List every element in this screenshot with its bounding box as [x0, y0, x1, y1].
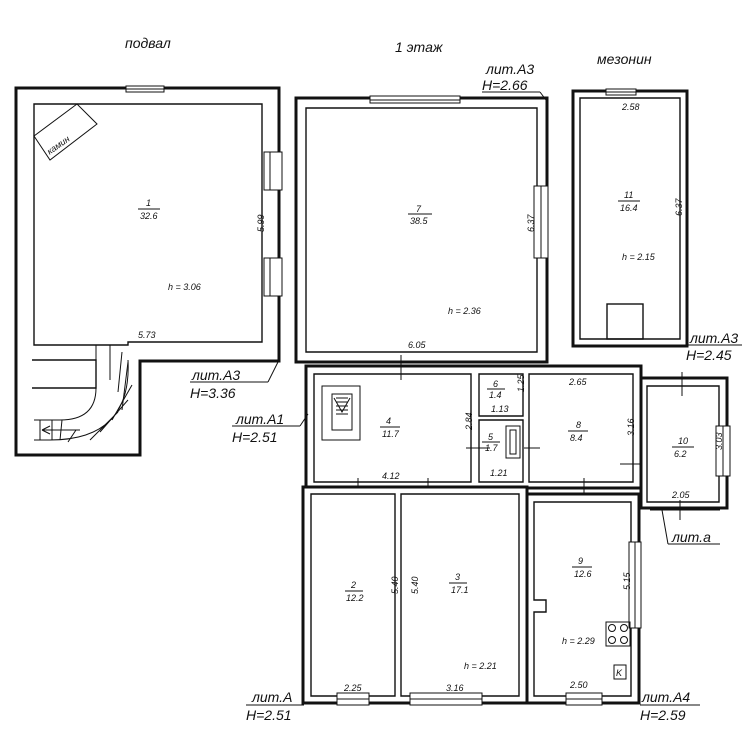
room-5-area: 1.7	[485, 443, 499, 453]
room-10-dim-side: 3.03	[714, 432, 724, 450]
room-6-dim-side: 1.25	[516, 373, 526, 392]
floor1-main: 7 38.5 h = 2.36 6.37 6.05 лит.А3 H=2.66	[294, 61, 549, 364]
room-10-number: 10	[678, 436, 688, 446]
room-10-area: 6.2	[674, 449, 687, 459]
room-1-dim-side: 5.99	[256, 214, 266, 232]
room-2-dim-bottom: 2.25	[343, 683, 363, 693]
room-6-area: 1.4	[489, 390, 502, 400]
room-11-height: h = 2.15	[622, 252, 656, 262]
room-2-area: 12.2	[346, 593, 364, 603]
lit-a4-h: H=2.59	[640, 707, 686, 723]
room-1-dim-bottom: 5.73	[138, 330, 156, 340]
room-11-area: 16.4	[620, 203, 638, 213]
room-4-number: 4	[386, 416, 391, 426]
room-8-dim-side: 3.16	[626, 418, 636, 436]
room-9-height: h = 2.29	[562, 636, 595, 646]
lit-a3-mid-name: лит.А3	[689, 330, 738, 346]
lit-a-h: H=2.51	[246, 707, 292, 723]
room-8-dim-top: 2.65	[568, 377, 588, 387]
room-10: 10 6.2 3.03 2.05 лит.а	[639, 372, 731, 545]
room-9-dim-bottom: 2.50	[569, 680, 588, 690]
fireplace-icon	[33, 103, 98, 161]
room-11-dim-side: 6.37	[674, 197, 684, 216]
room-4-dim-bottom: 4.12	[382, 471, 400, 481]
stair-icon	[321, 385, 361, 441]
room-3-number: 3	[455, 572, 460, 582]
basement-plan: камин 1 32.6 h = 3.06 5.99 5.73 лит.А3 H…	[14, 85, 283, 457]
room-3-height: h = 2.21	[464, 661, 497, 671]
room-3-dim-bottom: 3.16	[446, 683, 464, 693]
lit-a3-top-name: лит.А3	[485, 61, 534, 77]
lit-a3-top-h: H=2.66	[482, 77, 528, 93]
room-1-area: 32.6	[140, 211, 158, 221]
mezzanine-plan: 2.58 11 16.4 h = 2.15 6.37 лит.А3 H=2.45	[571, 88, 742, 363]
room-7-dim-bottom: 6.05	[408, 340, 427, 350]
room-9-area: 12.6	[574, 569, 592, 579]
lit-a3-left-h: H=3.36	[190, 385, 236, 401]
room-9-stove-label: K	[616, 668, 623, 678]
room-5-dim-bottom: 1.21	[490, 468, 508, 478]
heading-floor1: 1 этаж	[395, 39, 444, 55]
room-7-area: 38.5	[410, 216, 429, 226]
room-6-number: 6	[493, 379, 498, 389]
stove-icon	[605, 621, 631, 647]
lit-a3-left-name: лит.А3	[191, 367, 240, 383]
heading-mezzanine: мезонин	[597, 51, 652, 67]
room-3-area: 17.1	[451, 585, 469, 595]
room-7-height: h = 2.36	[448, 306, 481, 316]
room-1-height: h = 3.06	[168, 282, 201, 292]
room-11-dim-top: 2.58	[621, 102, 640, 112]
room-6-dim-bottom: 1.13	[491, 404, 509, 414]
lit-a-small: лит.а	[671, 529, 711, 545]
room-2-number: 2	[350, 580, 356, 590]
room-11-number: 11	[624, 190, 633, 200]
lit-a-name: лит.А	[251, 689, 292, 705]
room-9: K 9 12.6 5.15 h = 2.29 2.50 лит.А4 H=2.5…	[525, 492, 700, 723]
room-4-area: 11.7	[382, 429, 400, 439]
lit-a1-h: H=2.51	[232, 429, 278, 445]
room-5-number: 5	[488, 432, 494, 442]
room-10-dim-bottom: 2.05	[671, 490, 691, 500]
room-4-dim-side: 2.84	[464, 412, 474, 431]
lit-a1-callout: лит.А1 H=2.51	[232, 411, 309, 445]
room-1-number: 1	[146, 198, 151, 208]
lit-a3-mid-h: H=2.45	[686, 347, 732, 363]
heading-basement: подвал	[125, 35, 171, 51]
room-2-dim-side: 5.40	[390, 576, 400, 594]
room-8-area: 8.4	[570, 433, 583, 443]
room-7-number: 7	[416, 204, 422, 214]
room-9-dim-side: 5.15	[622, 571, 632, 590]
room-7-dim-side: 6.37	[526, 213, 536, 232]
room-9-number: 9	[578, 556, 583, 566]
lit-a1-name: лит.А1	[235, 411, 284, 427]
floor1-middle: 4 11.7 2.84 4.12 6 1.4 1.25 1.13 5 1.7 1…	[304, 355, 646, 494]
lit-a4-name: лит.А4	[641, 689, 690, 705]
room-3-dim-side: 5.40	[410, 576, 420, 594]
room-8-number: 8	[576, 420, 581, 430]
floor1-bottom: 2 12.2 5.40 2.25 3 17.1 5.40 h = 2.21 3.…	[246, 485, 529, 723]
